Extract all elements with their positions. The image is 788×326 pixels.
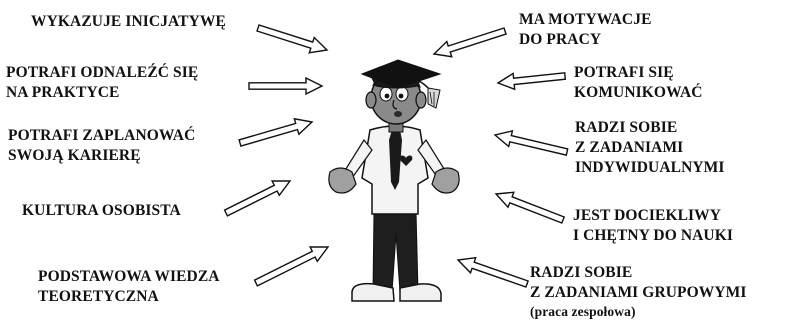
label-group-tasks: RADZI SOBIE Z ZADANIAMI GRUPOWYMI (praca… bbox=[530, 264, 747, 319]
label-curiosity: JEST DOCIEKLIWY I CHĘTNY DO NAUKI bbox=[573, 207, 734, 244]
arrow-curiosity bbox=[494, 191, 566, 224]
arrow-career bbox=[238, 117, 314, 147]
label-initiative: WYKAZUJE INICJATYWĘ bbox=[31, 13, 226, 30]
arrow-culture bbox=[223, 180, 292, 217]
arrow-individual-tasks bbox=[493, 129, 569, 156]
arrow-theory bbox=[253, 246, 330, 287]
label-personal-culture: KULTURA OSOBISTA bbox=[22, 202, 181, 219]
graduate-student-figure bbox=[328, 59, 460, 302]
label-communication: POTRAFI SIĘ KOMUNIKOWAĆ bbox=[574, 64, 703, 101]
label-motivation: MA MOTYWACJE DO PRACY bbox=[519, 11, 652, 48]
label-practice: POTRAFI ODNALEŹĆ SIĘ NA PRAKTYCE bbox=[6, 64, 199, 101]
arrow-practice bbox=[248, 76, 324, 96]
arrow-initiative bbox=[256, 24, 329, 54]
arrow-communication bbox=[496, 72, 567, 91]
label-theory-knowledge: PODSTAWOWA WIEDZA TEORETYCZNA bbox=[38, 268, 220, 305]
label-career-planning: POTRAFI ZAPLANOWAĆ SWOJĄ KARIERĘ bbox=[8, 127, 196, 164]
arrow-motivation bbox=[432, 27, 507, 58]
label-individual-tasks: RADZI SOBIE Z ZADANIAMI INDYWIDUALNYMI bbox=[575, 119, 725, 176]
arrow-group-tasks bbox=[456, 256, 530, 288]
